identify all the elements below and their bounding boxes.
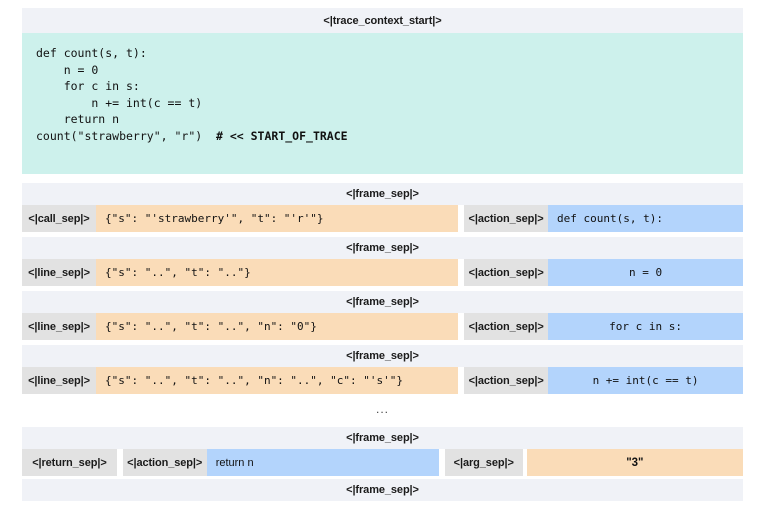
call-sep-label: <|call_sep|> — [28, 212, 90, 225]
step-args-cell: {"s": "..", "t": "..", "n": "0"} — [96, 313, 459, 340]
action-sep-label: <|action_sep|> — [468, 212, 544, 225]
return-value-cell: "3" — [526, 449, 743, 476]
frame-sep-band-1: <|frame_sep|> — [22, 183, 743, 205]
line-sep-chip: <|line_sep|> — [22, 367, 96, 394]
step-args-cell: {"s": "'strawberry'", "t": "'r'"} — [96, 205, 459, 232]
step-args-cell: {"s": "..", "t": "..", "n": "..", "c": "… — [96, 367, 459, 394]
arg-sep-chip: <|arg_sep|> — [444, 449, 523, 476]
action-sep-chip: <|action_sep|> — [464, 259, 549, 286]
trace-context-header: <|trace_context_start|> — [22, 8, 743, 33]
trace-step-row-1: <|call_sep|> {"s": "'strawberry'", "t": … — [22, 205, 743, 232]
action-sep-chip: <|action_sep|> — [464, 367, 549, 394]
cell-gap — [116, 449, 123, 476]
frame-sep-band-2: <|frame_sep|> — [22, 237, 743, 259]
step-action-cell: n += int(c == t) — [548, 367, 743, 394]
frame-sep-label: <|frame_sep|> — [346, 432, 419, 444]
cell-gap — [458, 205, 465, 232]
arg-sep-label: <|arg_sep|> — [453, 456, 514, 469]
line-sep-chip: <|line_sep|> — [22, 259, 96, 286]
source-code-body: def count(s, t): n = 0 for c in s: n += … — [36, 46, 203, 126]
trace-context-start-label: <|trace_context_start|> — [323, 14, 442, 27]
line-sep-label: <|line_sep|> — [28, 266, 90, 279]
frame-sep-band-5: <|frame_sep|> — [22, 427, 743, 449]
action-sep-chip: <|action_sep|> — [464, 205, 549, 232]
trace-step-row-2: <|line_sep|> {"s": "..", "t": ".."} <|ac… — [22, 259, 743, 286]
trace-step-row-3: <|line_sep|> {"s": "..", "t": "..", "n":… — [22, 313, 743, 340]
frame-sep-band-4: <|frame_sep|> — [22, 345, 743, 367]
cell-gap — [438, 449, 445, 476]
frame-sep-label: <|frame_sep|> — [346, 188, 419, 200]
call-sep-chip: <|call_sep|> — [22, 205, 96, 232]
action-sep-label: <|action_sep|> — [127, 456, 203, 469]
call-expression: count("strawberry", "r") — [36, 128, 217, 143]
step-action-cell: n = 0 — [548, 259, 743, 286]
cell-gap — [458, 313, 465, 340]
frame-sep-label: <|frame_sep|> — [346, 350, 419, 362]
source-code-block: def count(s, t): n = 0 for c in s: n += … — [22, 33, 743, 174]
trace-return-row: <|return_sep|> <|action_sep|> return n <… — [22, 449, 743, 476]
ellipsis-label: ... — [375, 402, 389, 416]
step-action-cell: for c in s: — [548, 313, 743, 340]
action-sep-label: <|action_sep|> — [468, 374, 544, 387]
return-sep-chip: <|return_sep|> — [22, 449, 117, 476]
cell-gap — [458, 259, 465, 286]
line-sep-chip: <|line_sep|> — [22, 313, 96, 340]
frame-sep-band-6: <|frame_sep|> — [22, 479, 743, 501]
step-args-cell: {"s": "..", "t": ".."} — [96, 259, 459, 286]
step-action-cell: def count(s, t): — [548, 205, 743, 232]
truncation-ellipsis-row: ... — [22, 398, 743, 420]
start-of-trace-comment: # << START_OF_TRACE — [216, 128, 348, 143]
action-sep-label: <|action_sep|> — [468, 266, 544, 279]
cell-gap — [522, 449, 527, 476]
return-sep-label: <|return_sep|> — [32, 456, 107, 469]
trace-step-row-4: <|line_sep|> {"s": "..", "t": "..", "n":… — [22, 367, 743, 394]
frame-sep-label: <|frame_sep|> — [346, 484, 419, 496]
cell-gap — [458, 367, 465, 394]
frame-sep-band-3: <|frame_sep|> — [22, 291, 743, 313]
source-call-line: count("strawberry", "r") # << START_OF_T… — [36, 128, 743, 145]
return-action-cell: return n — [206, 449, 439, 476]
line-sep-label: <|line_sep|> — [28, 320, 90, 333]
action-sep-chip: <|action_sep|> — [464, 313, 549, 340]
action-sep-chip: <|action_sep|> — [122, 449, 207, 476]
frame-sep-label: <|frame_sep|> — [346, 296, 419, 308]
action-sep-label: <|action_sep|> — [468, 320, 544, 333]
line-sep-label: <|line_sep|> — [28, 374, 90, 387]
frame-sep-label: <|frame_sep|> — [346, 242, 419, 254]
